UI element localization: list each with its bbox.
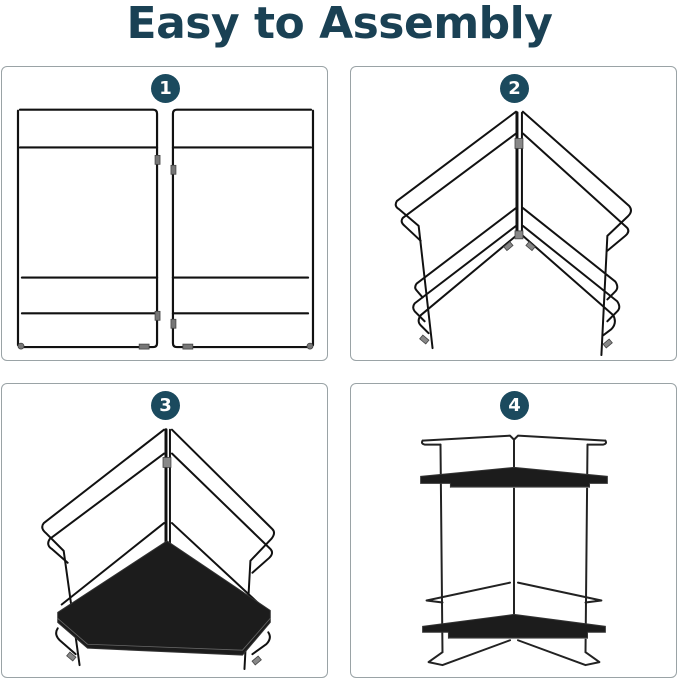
step-panel-3: 3: [1, 383, 328, 678]
frames-joined-illustration: [394, 110, 632, 357]
step-number-badge: 1: [151, 74, 180, 103]
page-title: Easy to Assembly: [126, 0, 553, 49]
step-panel-4: 4: [350, 383, 677, 678]
step-number-badge: 3: [151, 391, 180, 420]
step-number-badge: 4: [500, 391, 529, 420]
shelf-inserted-illustration: [41, 428, 275, 671]
two-wire-frames-illustration: [16, 108, 315, 350]
assembled-shelf-illustration: [420, 434, 608, 667]
step-panel-1: 1: [1, 66, 328, 361]
step-panel-2: 2: [350, 66, 677, 361]
step-number-badge: 2: [500, 74, 529, 103]
